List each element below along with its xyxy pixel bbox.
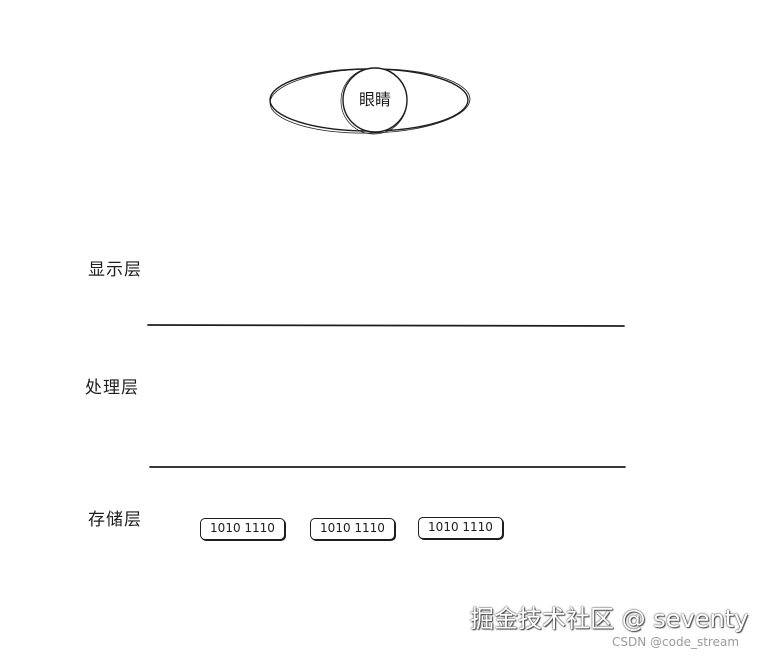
layer-label-display: 显示层: [88, 260, 142, 280]
eye-label: 眼睛: [358, 90, 391, 109]
divider-display-process: [147, 324, 625, 327]
layer-label-storage: 存储层: [88, 510, 142, 530]
storage-block: 1010 1110: [418, 517, 503, 539]
storage-block: 1010 1110: [310, 518, 395, 540]
eye-pupil-circle-sketch: [340, 67, 408, 135]
storage-block: 1010 1110: [200, 518, 285, 540]
layer-label-process: 处理层: [85, 378, 139, 398]
watermark-csdn: CSDN @code_stream: [612, 635, 740, 649]
watermark-juejin: 掘金技术社区 @ seventy: [470, 605, 749, 633]
